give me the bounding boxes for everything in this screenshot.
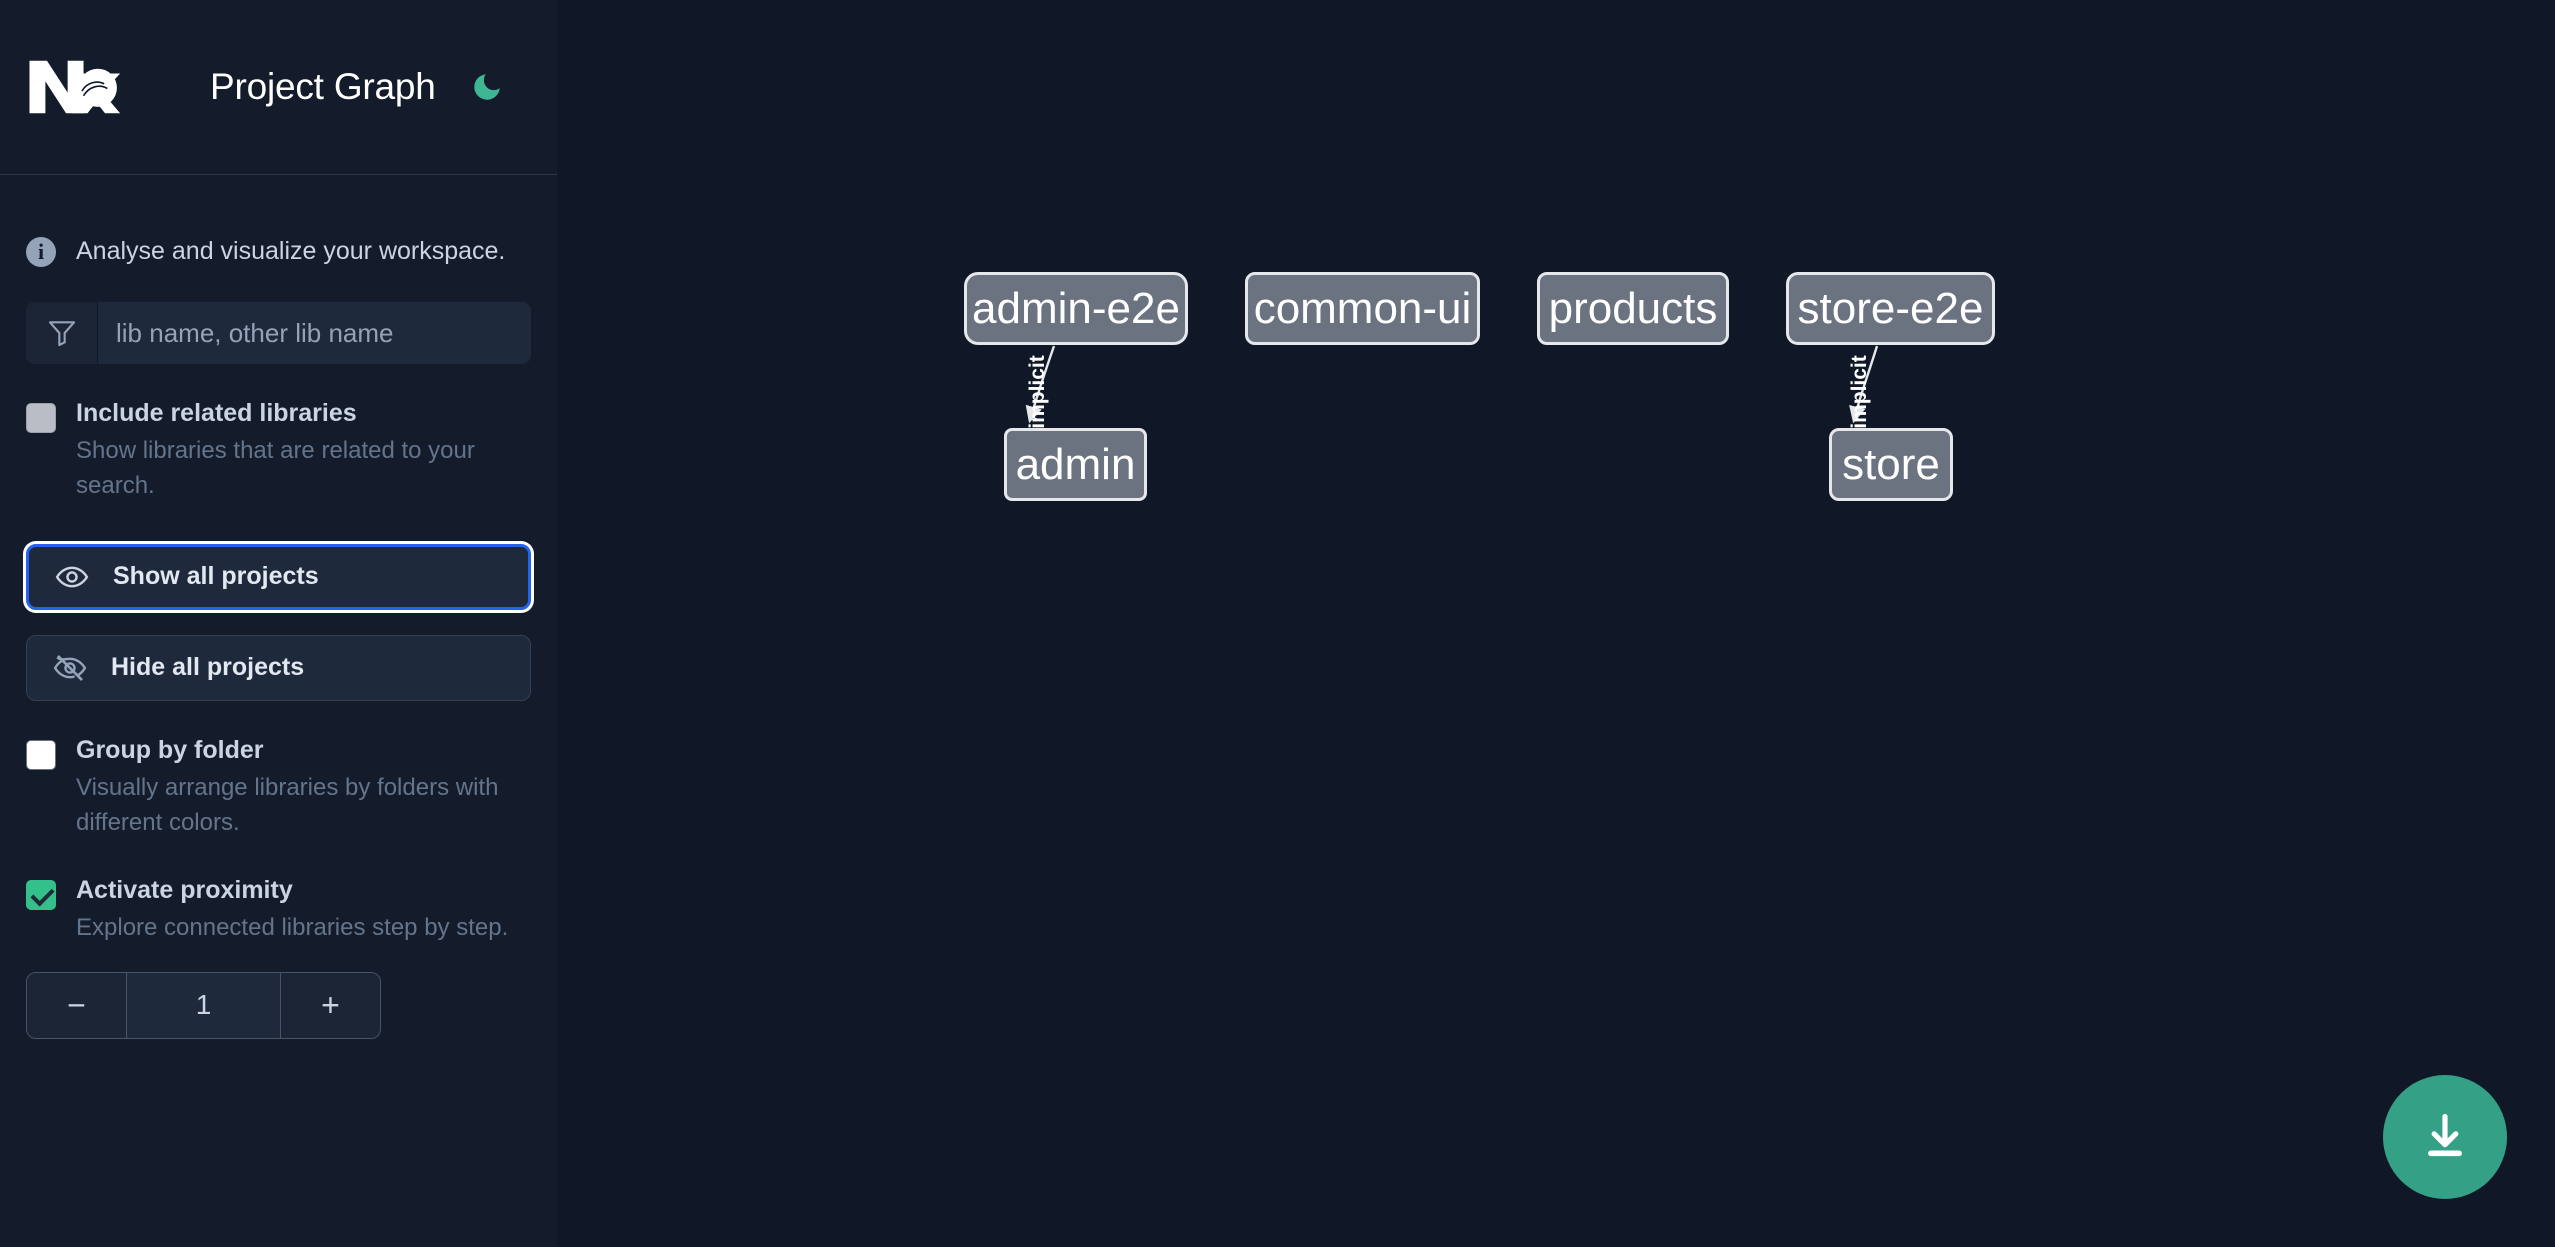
hide-all-projects-button[interactable]: Hide all projects (26, 634, 531, 701)
search-section (0, 302, 557, 364)
graph-edges (1025, 345, 1879, 424)
search-box[interactable] (26, 302, 531, 364)
activate-proximity-label: Activate proximity (76, 875, 293, 904)
nx-logo (26, 56, 122, 118)
graph-canvas[interactable]: admin-e2e common-ui products store-e2e a… (557, 0, 2555, 1247)
proximity-decrement-button[interactable]: − (27, 972, 127, 1038)
eye-icon (55, 560, 89, 594)
filter-icon (26, 302, 98, 364)
option-activate-proximity: Activate proximity Explore connected lib… (0, 875, 557, 946)
graph-node-admin[interactable]: admin (1004, 428, 1147, 501)
group-by-folder-label: Group by folder (76, 735, 264, 764)
graph-node-label: store (1842, 439, 1940, 489)
show-all-projects-label: Show all projects (113, 562, 319, 591)
graph-node-store-e2e[interactable]: store-e2e (1786, 272, 1995, 345)
download-graph-button[interactable] (2383, 1075, 2507, 1199)
option-group-by-folder: Group by folder Visually arrange librari… (0, 735, 557, 841)
include-related-libraries-description: Show libraries that are related to your … (76, 437, 475, 500)
graph-node-common-ui[interactable]: common-ui (1245, 272, 1480, 345)
search-input[interactable] (98, 302, 531, 364)
graph-node-label: common-ui (1253, 283, 1472, 333)
info-icon: i (26, 236, 56, 267)
edge-store-e2e-store (1849, 345, 1879, 424)
graph-node-label: products (1548, 283, 1718, 333)
graph-node-label: admin-e2e (972, 283, 1180, 333)
graph-node-admin-e2e[interactable]: admin-e2e (964, 272, 1188, 345)
option-include-related-libraries: Include related libraries Show libraries… (0, 398, 557, 504)
sidebar: Project Graph i Analyse and visualize yo… (0, 0, 557, 1247)
eye-off-icon (53, 651, 87, 685)
group-by-folder-description: Visually arrange libraries by folders wi… (76, 774, 499, 836)
graph-node-label: admin (1015, 439, 1136, 489)
activate-proximity-checkbox[interactable] (26, 879, 56, 910)
hide-all-projects-wrap: Hide all projects (0, 634, 557, 701)
proximity-stepper: − 1 + (26, 971, 381, 1039)
include-related-libraries-checkbox[interactable] (26, 403, 56, 433)
workspace-tagline: i Analyse and visualize your workspace. (0, 175, 557, 280)
graph-node-label: store-e2e (1797, 283, 1984, 333)
graph-node-store[interactable]: store (1829, 428, 1953, 501)
page-title: Project Graph (210, 66, 436, 107)
graph-node-products[interactable]: products (1537, 272, 1729, 345)
group-by-folder-checkbox[interactable] (26, 739, 56, 770)
sidebar-header: Project Graph (0, 0, 557, 175)
show-all-projects-button[interactable]: Show all projects (26, 543, 531, 610)
tagline-text: Analyse and visualize your workspace. (76, 237, 506, 265)
proximity-stepper-wrap: − 1 + (0, 971, 557, 1039)
show-all-projects-wrap: Show all projects (0, 543, 557, 610)
edge-admin-e2e-admin (1025, 345, 1056, 424)
proximity-value: 1 (127, 972, 280, 1038)
activate-proximity-description: Explore connected libraries step by step… (76, 913, 509, 941)
download-icon (2419, 1110, 2471, 1165)
proximity-increment-button[interactable]: + (280, 972, 380, 1038)
moon-icon[interactable] (468, 68, 506, 106)
include-related-libraries-label: Include related libraries (76, 399, 357, 427)
hide-all-projects-label: Hide all projects (111, 653, 305, 682)
